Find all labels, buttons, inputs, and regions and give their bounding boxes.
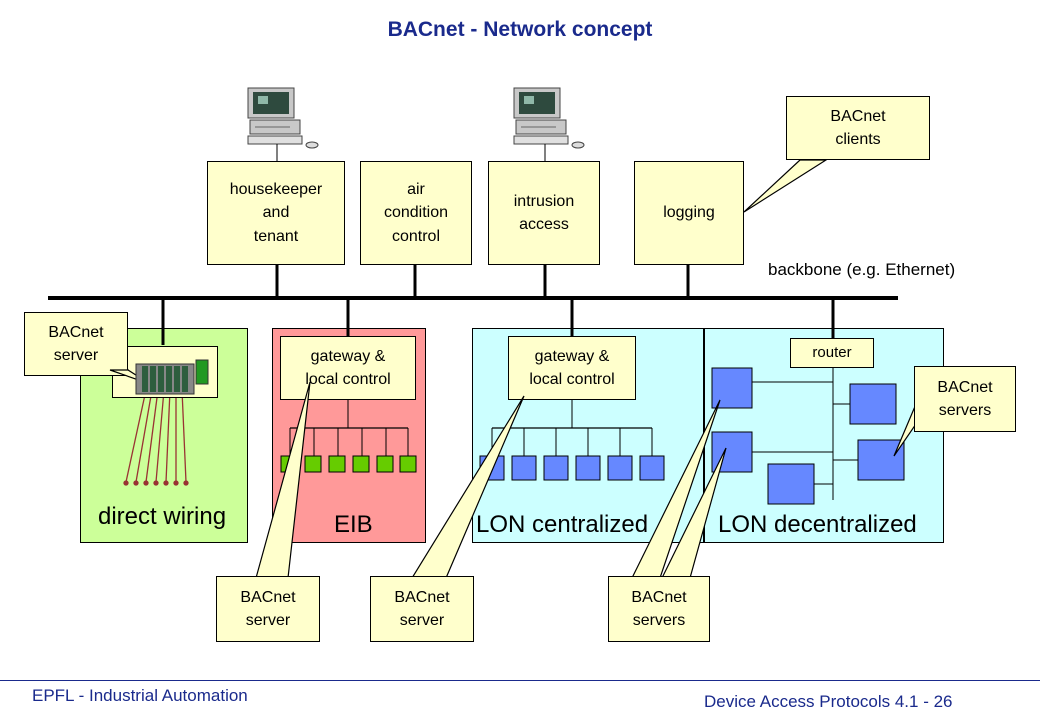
housekeeper-line-3: tenant — [253, 227, 299, 245]
direct-wiring-label: direct wiring — [98, 503, 227, 530]
clients-callout-line-2: clients — [835, 131, 881, 148]
intrusion-access-box: intrusion access — [488, 161, 600, 265]
bacnet-server-eib-callout: BACnet server — [216, 576, 320, 642]
router-box: router — [790, 338, 874, 368]
bacnet-servers-right-callout: BACnet servers — [914, 366, 1016, 432]
footer-divider — [0, 680, 1040, 681]
eib-gateway-line-1: gateway & — [310, 347, 386, 365]
server-lon-line-1: BACnet — [394, 588, 450, 606]
housekeeper-line-2: and — [262, 204, 290, 222]
housekeeper-tenant-box: housekeeper and tenant — [207, 161, 345, 265]
footer-left: EPFL - Industrial Automation — [32, 686, 248, 705]
lon-centralized-label: LON centralized — [476, 511, 649, 538]
bacnet-server-lon-callout: BACnet server — [370, 576, 474, 642]
lon-gateway-box: gateway & local control — [508, 336, 636, 400]
workstation-icon-1 — [247, 87, 319, 162]
servers-lon-line-1: BACnet — [631, 588, 687, 606]
router-label: router — [812, 344, 852, 362]
server-eib-line-2: server — [245, 612, 291, 629]
footer-right: Device Access Protocols 4.1 - 26 — [704, 692, 953, 711]
lon-decentralized-label: LON decentralized — [718, 511, 917, 538]
housekeeper-line-1: housekeeper — [229, 181, 323, 199]
air-line-1: air — [407, 181, 425, 199]
servers-right-line-1: BACnet — [937, 378, 993, 396]
air-line-3: control — [391, 227, 440, 245]
servers-right-line-2: servers — [938, 402, 992, 419]
air-condition-box: air condition control — [360, 161, 472, 265]
workstation-icon-2 — [513, 87, 585, 162]
server-topleft-line-2: server — [53, 347, 99, 364]
logging-label: logging — [663, 204, 715, 222]
bacnet-servers-lon-decentral-callout: BACnet servers — [608, 576, 710, 642]
servers-lon-line-2: servers — [632, 612, 686, 629]
bacnet-clients-callout: BACnet clients — [786, 96, 930, 160]
server-topleft-line-1: BACnet — [48, 323, 104, 341]
clients-callout-line-1: BACnet — [830, 107, 886, 125]
eib-label: EIB — [334, 511, 373, 538]
lon-gateway-line-2: local control — [529, 371, 615, 388]
eib-gateway-box: gateway & local control — [280, 336, 416, 400]
slide-title: BACnet - Network concept — [387, 18, 653, 41]
intrusion-line-1: intrusion — [513, 192, 575, 210]
air-line-2: condition — [383, 204, 449, 222]
server-eib-line-1: BACnet — [240, 588, 296, 606]
lon-gateway-line-1: gateway & — [534, 347, 610, 365]
logging-box: logging — [634, 161, 744, 265]
intrusion-line-2: access — [519, 216, 569, 233]
bacnet-server-topleft-callout: BACnet server — [24, 312, 128, 376]
server-lon-line-2: server — [399, 612, 445, 629]
backbone-label: backbone (e.g. Ethernet) — [768, 260, 956, 279]
eib-gateway-line-2: local control — [305, 371, 391, 388]
